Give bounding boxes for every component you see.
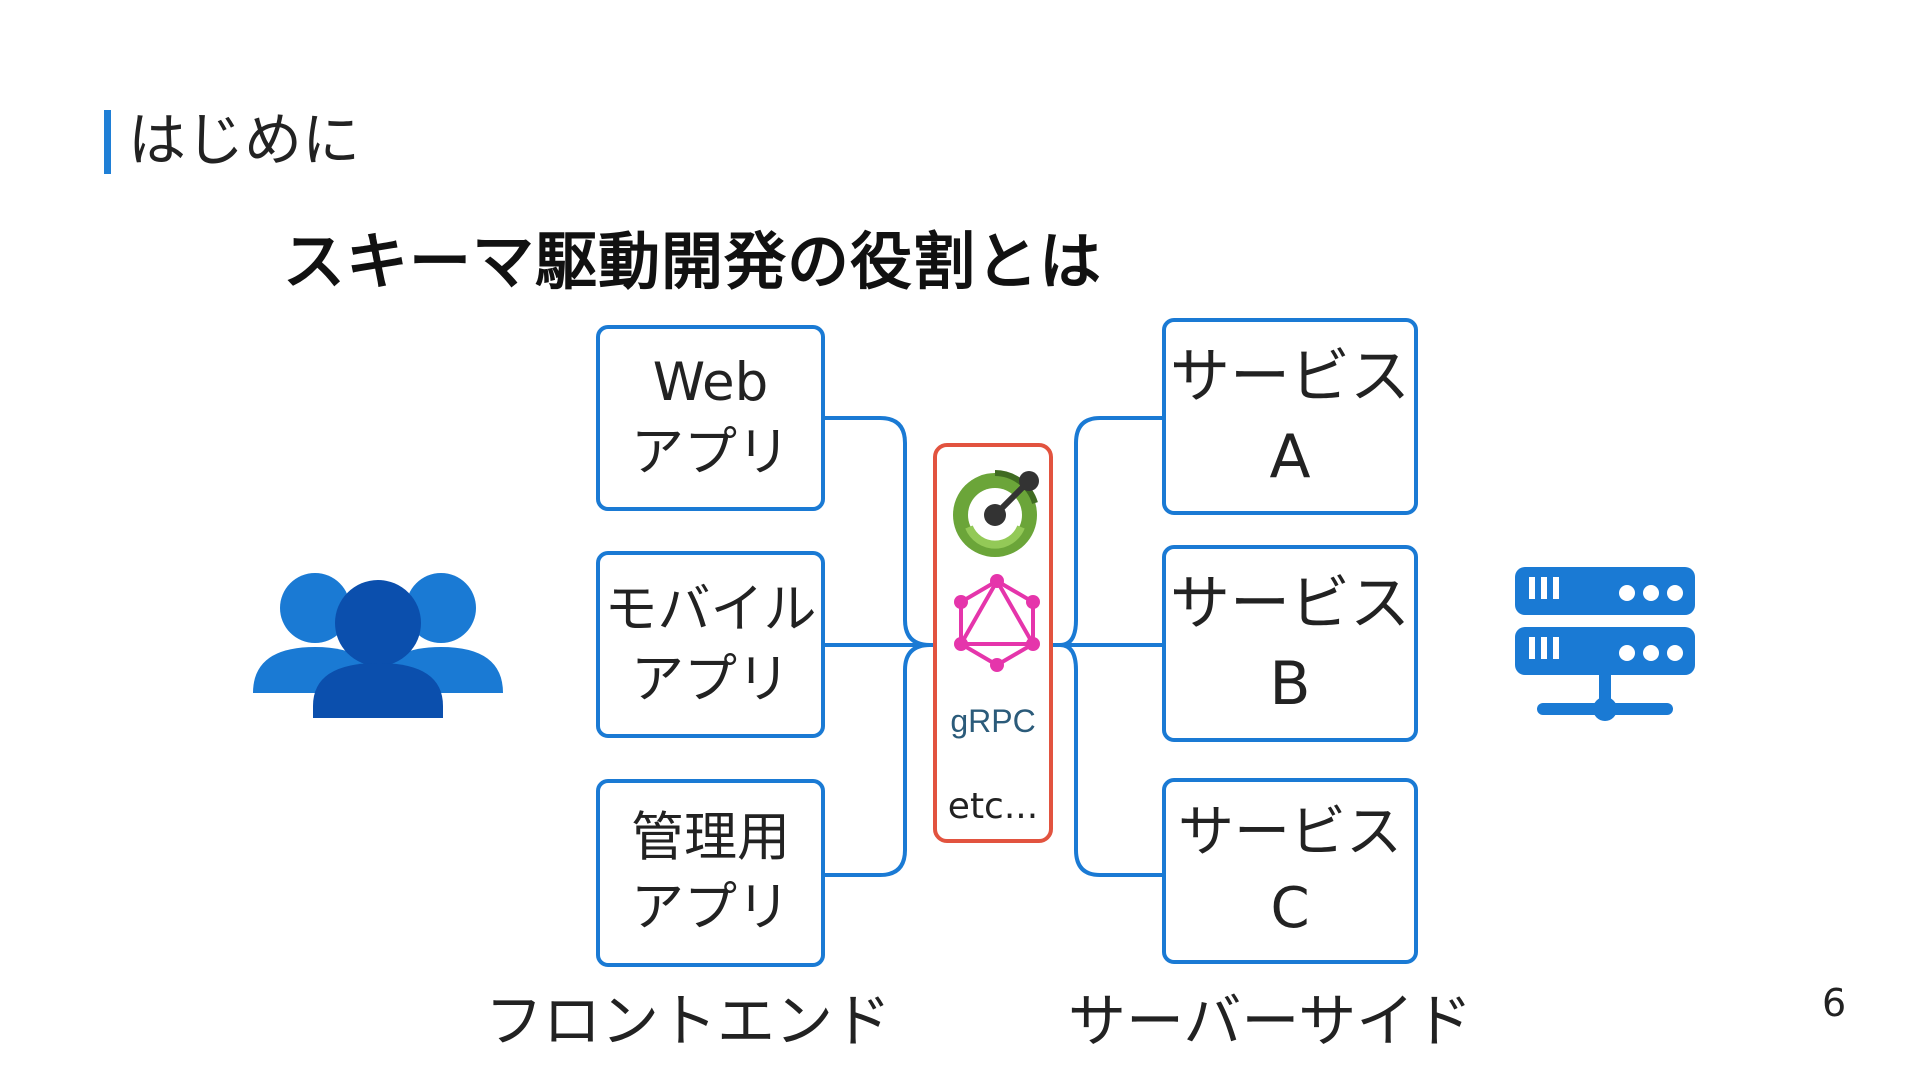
connector-service-a	[1051, 416, 1167, 647]
service-a-line2: A	[1269, 421, 1311, 492]
graphql-icon	[954, 574, 1040, 672]
admin-app-line1: 管理用	[631, 807, 790, 868]
web-app-box: Web アプリ	[596, 325, 825, 511]
mobile-app-box: モバイル アプリ	[596, 551, 825, 738]
service-b-line1: サービス	[1170, 568, 1410, 639]
service-c-box: サービス C	[1162, 778, 1418, 964]
serverside-label: サーバーサイド	[1068, 987, 1473, 1055]
etc-label: etc...	[947, 786, 1039, 827]
connector-web	[820, 416, 935, 647]
mobile-app-line1: モバイル	[604, 578, 817, 640]
server-icon	[1515, 567, 1695, 721]
connector-admin	[820, 643, 935, 877]
service-a-box: サービス A	[1162, 318, 1418, 515]
frontend-label: フロントエンド	[485, 987, 892, 1055]
web-app-line1: Web	[652, 352, 769, 413]
slide-title: スキーマ駆動開発の役割とは	[283, 225, 1103, 298]
admin-app-box: 管理用 アプリ	[596, 779, 825, 967]
web-app-line2: アプリ	[631, 422, 790, 483]
section-title: はじめに	[128, 106, 361, 174]
page-number: 6	[1822, 981, 1847, 1025]
mobile-app-line2: アプリ	[631, 648, 790, 710]
section-accent-bar	[104, 110, 111, 174]
service-c-line1: サービス	[1178, 800, 1402, 865]
protocol-box: gRPC etc...	[933, 443, 1053, 843]
users-icon	[253, 573, 503, 718]
service-b-line2: B	[1269, 648, 1311, 719]
admin-app-line2: アプリ	[631, 877, 790, 938]
service-c-line2: C	[1270, 876, 1310, 941]
service-a-line1: サービス	[1170, 341, 1410, 412]
service-b-box: サービス B	[1162, 545, 1418, 742]
grpc-logo: gRPC	[950, 703, 1036, 739]
connector-service-c	[1051, 643, 1167, 877]
openapi-icon	[953, 470, 1039, 557]
